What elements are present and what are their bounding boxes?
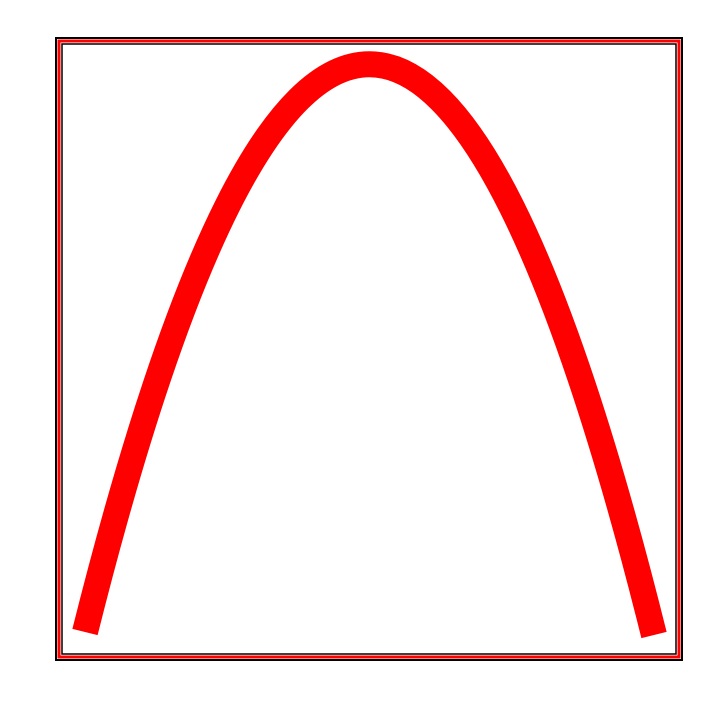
- frame: [55, 37, 683, 661]
- frame-inner-border: [61, 43, 677, 655]
- frame-red-border: [57, 39, 681, 659]
- parabola-curve: [72, 51, 667, 639]
- frame-outer-border: [55, 37, 683, 661]
